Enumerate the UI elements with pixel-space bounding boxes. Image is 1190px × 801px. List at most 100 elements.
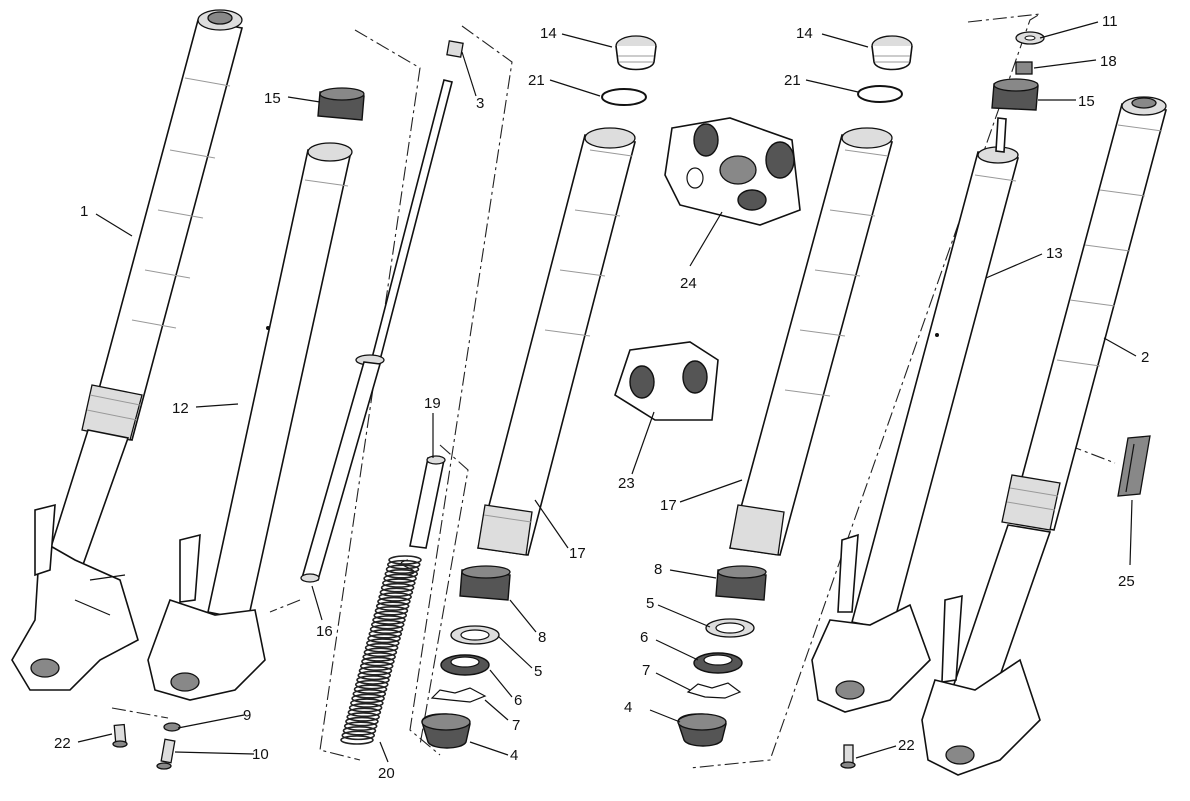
spring-coil [364,642,399,653]
callout-1: 1 [80,203,88,220]
callout-17: 17 [569,545,586,562]
callout-16: 16 [316,623,333,640]
damper-rod [300,40,464,583]
spring-coil [343,721,378,731]
spring-coil [352,689,387,699]
spring-coil [354,679,389,690]
assembly-outlines [111,13,1116,769]
cap-14-21-left [601,35,657,106]
fork-leg-left [11,9,243,691]
callout-8: 8 [654,561,662,578]
callout-18: 18 [1100,53,1117,70]
spring-coil [350,698,384,708]
callout-23: 23 [618,475,635,492]
callout-10: 10 [252,746,269,763]
spring-coil [370,619,405,630]
callout-labels: 1 2 3 4 4 5 5 6 6 7 7 8 8 9 10 11 12 13 … [54,13,1149,782]
callout-24: 24 [680,275,697,292]
spring-coil [346,712,380,722]
callout-15: 15 [1078,93,1095,110]
spring-coil [366,638,400,648]
spring-coil [377,596,411,607]
spring-coil [375,601,410,611]
spring-coil [386,559,421,570]
seal-kit-23 [614,341,719,421]
piston-19 [409,455,446,549]
callout-11: 11 [1102,13,1118,30]
outer-tube-17-left [421,127,636,749]
inner-tube-right [811,117,1020,713]
spring-coil [357,670,392,681]
callout-7: 7 [642,662,650,679]
spring-coil [373,610,408,621]
spring-coil [340,735,374,745]
spring-coil [379,587,414,598]
spring-coil [383,573,417,584]
spring-coil [351,693,385,704]
callout-21: 21 [528,72,545,89]
spring-coil [361,656,395,667]
spring-coil [356,675,390,685]
leader-lines [77,21,1137,763]
callout-4: 4 [510,747,518,764]
callout-22: 22 [54,735,71,752]
spring-coil [368,629,403,639]
spring-coil [385,564,420,575]
callout-5: 5 [534,663,542,680]
spring-coil [362,652,396,662]
callout-4: 4 [624,699,632,716]
callout-25: 25 [1118,573,1135,590]
outline-leader-22 [111,707,169,719]
spring-coil [369,624,404,635]
spring-coil [388,555,422,565]
outline-spring [419,444,469,746]
callout-13: 13 [1046,245,1063,262]
callout-20: 20 [378,765,395,782]
spring-coil [378,592,412,602]
callout-21: 21 [784,72,801,89]
outline-inner-tube [269,599,301,613]
bolt-22-left [112,723,128,748]
callout-14: 14 [796,25,813,42]
spring-coil [341,730,376,741]
callout-19: 19 [424,395,441,412]
callout-12: 12 [172,400,189,417]
cap-14-21-right [857,35,913,103]
spring-coil [380,582,415,593]
fork-leg-right [921,96,1168,776]
callout-15: 15 [264,90,281,107]
spring-coil [358,665,393,676]
outline-right-cartridge [689,13,1041,769]
top-parts-right [991,31,1045,111]
callout-14: 14 [540,25,557,42]
spring-coil [359,661,394,671]
spring-coil [363,647,398,658]
spring-coil [353,684,388,695]
bolt-22-right [840,744,856,769]
callout-7: 7 [512,717,520,734]
outline-cartridge-left [319,29,421,761]
spring-coil [384,569,419,579]
screw-10 [156,738,176,770]
spring-coil [345,716,379,727]
protector-25 [1117,435,1151,497]
small-parts [112,435,1151,770]
outline-rod [409,25,513,756]
washer-9 [163,722,181,732]
spring-coil [342,725,377,736]
callout-6: 6 [640,629,648,646]
bush-15-left [317,87,365,121]
spring-coil [382,578,416,588]
spring-coil [347,707,382,718]
callout-5: 5 [646,595,654,612]
callout-8: 8 [538,629,546,646]
callout-22: 22 [898,737,915,754]
spring-coil [374,605,409,616]
spring-coil [367,633,401,644]
fork-spring [340,555,422,745]
inner-tube-left [147,142,353,701]
spring-coil [348,702,383,713]
callout-9: 9 [243,707,251,724]
